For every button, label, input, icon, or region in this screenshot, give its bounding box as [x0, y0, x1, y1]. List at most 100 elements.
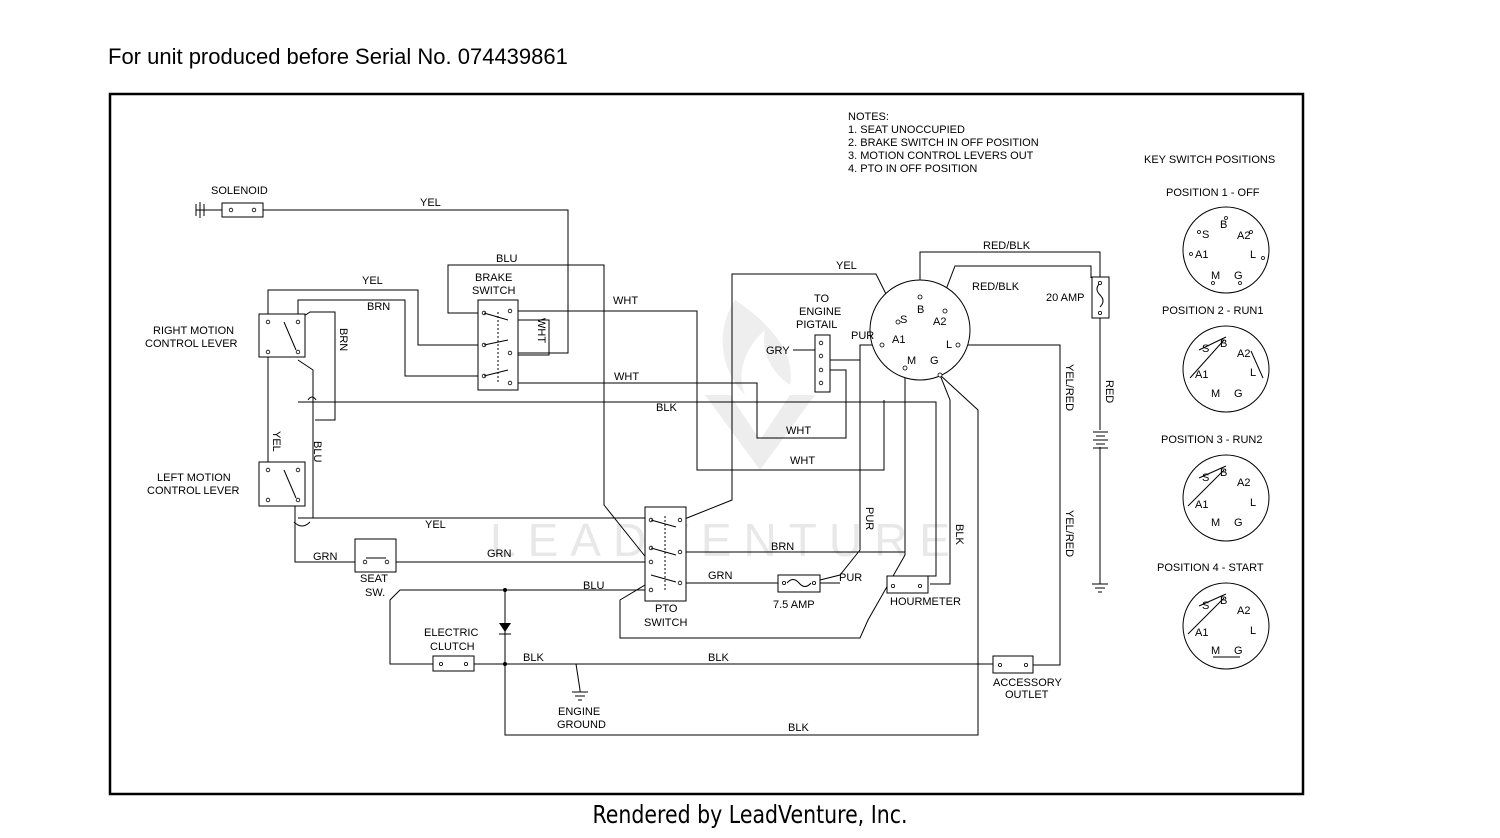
crossing-mark — [307, 396, 317, 401]
wire-yel-solenoid — [263, 209, 569, 354]
wire-wht-brake2 — [512, 369, 847, 439]
fuse-20-label: 20 AMP — [1046, 292, 1085, 304]
key-terminal-s: S — [1202, 600, 1209, 612]
brake-switch-label-2: SWITCH — [472, 285, 515, 297]
key-position-2: POSITION 2 - RUN1 B S A2 A1 L M G — [1162, 305, 1270, 413]
key-terminal-a1: A1 — [1195, 499, 1208, 511]
wire-yel-key — [681, 273, 899, 521]
pto-switch-label-1: PTO — [655, 603, 678, 615]
key-terminal-s: S — [900, 314, 907, 326]
wire-pur-m — [619, 370, 906, 639]
key-terminal-m: M — [1211, 270, 1220, 282]
pto-switch: PTO SWITCH — [644, 506, 687, 629]
key-terminal-b: B — [917, 304, 924, 316]
key-terminal-a1: A1 — [1195, 249, 1208, 261]
key-terminal-l: L — [1250, 249, 1256, 261]
electric-clutch: ELECTRIC CLUTCH — [424, 627, 478, 672]
solenoid: SOLENOID — [195, 185, 268, 218]
wire-label: WHT — [790, 455, 815, 467]
key-terminal-m: M — [1211, 388, 1220, 400]
key-positions-heading: KEY SWITCH POSITIONS — [1144, 154, 1275, 166]
accessory-outlet: ACCESSORY OUTLET — [992, 655, 1063, 701]
wire-label: YEL — [270, 431, 282, 452]
wire-brn-right — [297, 299, 478, 377]
engine-ground-icon: ENGINE GROUND — [557, 690, 606, 731]
pigtail-label-2: ENGINE — [799, 306, 841, 318]
wire-label: GRN — [487, 548, 512, 560]
right-lever-label-1: RIGHT MOTION — [153, 325, 234, 337]
fuse-7-label: 7.5 AMP — [773, 599, 815, 611]
key-terminal-m: M — [1211, 645, 1220, 657]
wire-labels: YEL BLU YEL BRN BRN WHT WHT WHT BLK WHT … — [270, 197, 1115, 734]
wire-label: PUR — [863, 507, 875, 530]
right-lever-label-2: CONTROL LEVER — [145, 338, 238, 350]
left-lever-label-2: CONTROL LEVER — [147, 485, 240, 497]
pigtail-label-3: PIGTAIL — [796, 319, 837, 331]
key-terminal-g: G — [930, 355, 939, 367]
wire-label: YEL/RED — [1063, 510, 1075, 557]
wire-label: BLK — [708, 652, 729, 664]
key-terminal-s: S — [1202, 229, 1209, 241]
page-title: For unit produced before Serial No. 0744… — [108, 44, 568, 69]
wire-label: YEL — [836, 260, 857, 272]
wire-wht-loop — [512, 319, 550, 356]
wire-blk-g — [930, 374, 951, 585]
wire-label: RED/BLK — [972, 281, 1020, 293]
wire-brn-vert — [297, 311, 336, 421]
key-terminal-a1: A1 — [1195, 369, 1208, 381]
seat-switch: SEAT SW. — [354, 538, 397, 599]
note-item: 1. SEAT UNOCCUPIED — [848, 124, 965, 136]
wire-label: RED/BLK — [983, 240, 1031, 252]
pigtail-label-1: TO — [814, 293, 830, 305]
wire-label: PUR — [851, 330, 874, 342]
wire-label: WHT — [614, 371, 639, 383]
key-terminal-l: L — [1250, 625, 1256, 637]
engine-ground-label-1: ENGINE — [558, 706, 600, 718]
brake-switch-label-1: BRAKE — [475, 272, 512, 284]
key-terminal-b: B — [1220, 338, 1227, 350]
seat-switch-label-2: SW. — [365, 587, 385, 599]
solenoid-label: SOLENOID — [211, 185, 268, 197]
key-position-label: POSITION 3 - RUN2 — [1161, 434, 1262, 446]
key-terminal-s: S — [1202, 472, 1209, 484]
key-terminal-b: B — [1220, 467, 1227, 479]
key-switch-positions: KEY SWITCH POSITIONS POSITION 1 - OFF B … — [1144, 154, 1275, 670]
clutch-label-1: ELECTRIC — [424, 627, 478, 639]
wire-yel-red — [960, 344, 1061, 666]
wire-label: WHT — [613, 295, 638, 307]
key-terminal-a2: A2 — [1237, 477, 1250, 489]
key-terminal-g: G — [1234, 517, 1243, 529]
diagram-frame — [108, 92, 1305, 796]
wire-label: WHT — [786, 425, 811, 437]
wire-red-blk-b — [919, 251, 1101, 280]
key-terminal-a2: A2 — [1237, 230, 1250, 242]
seat-switch-label-1: SEAT — [360, 573, 388, 585]
fuse-7-5-amp: 7.5 AMP — [773, 574, 821, 611]
footer-credit: Rendered by LeadVenture, Inc. — [592, 800, 908, 829]
note-item: 2. BRAKE SWITCH IN OFF POSITION — [848, 137, 1039, 149]
key-terminal-g: G — [1234, 645, 1243, 657]
key-terminal-m: M — [907, 355, 916, 367]
wire-label: BRN — [367, 301, 390, 313]
key-terminal-l: L — [1250, 367, 1256, 379]
key-terminal-a2: A2 — [1237, 605, 1250, 617]
wire-label: BLK — [523, 652, 544, 664]
key-terminal-m: M — [1211, 517, 1220, 529]
wire-label: BLK — [656, 402, 677, 414]
wire-label: GRN — [708, 570, 733, 582]
wire-blu-top — [447, 264, 649, 561]
key-position-3: POSITION 3 - RUN2 B S A2 A1 L M G — [1161, 434, 1270, 542]
key-terminal-l: L — [946, 339, 952, 351]
wire-label: GRN — [313, 551, 338, 563]
notes: NOTES: 1. SEAT UNOCCUPIED 2. BRAKE SWITC… — [848, 111, 1039, 175]
key-terminal-b: B — [1220, 219, 1227, 231]
engine-ground-label-2: GROUND — [557, 719, 606, 731]
wire-pur-a1 — [819, 344, 880, 581]
notes-heading: NOTES: — [848, 111, 889, 123]
key-position-1: POSITION 1 - OFF B S A2 A1 L M G — [1166, 187, 1270, 294]
key-terminal-a1: A1 — [892, 334, 905, 346]
key-terminal-l: L — [1250, 497, 1256, 509]
battery-ground-icon — [1092, 583, 1108, 593]
note-item: 4. PTO IN OFF POSITION — [848, 163, 977, 175]
